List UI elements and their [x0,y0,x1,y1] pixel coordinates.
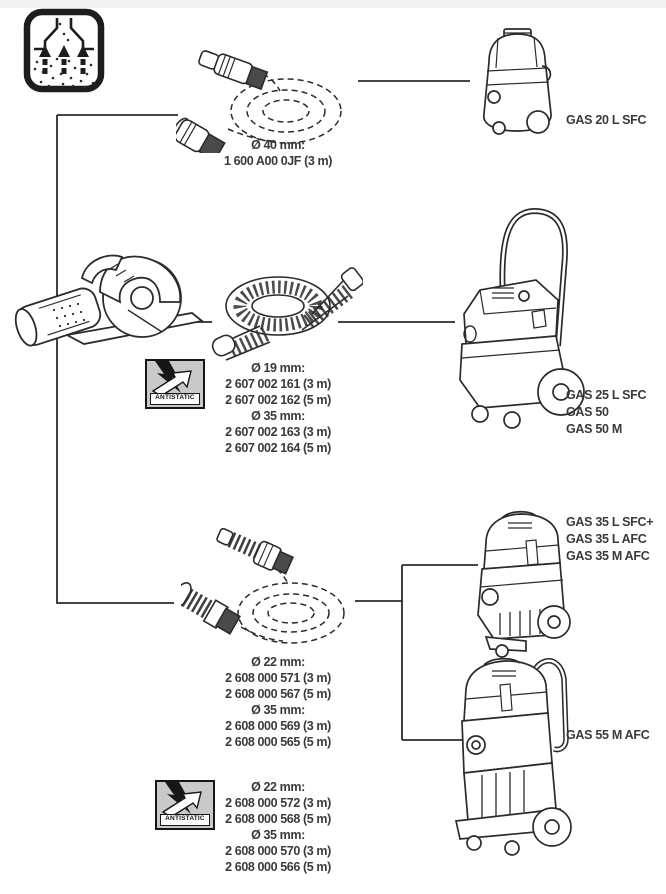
hose-22mm-illustration [181,527,345,644]
vacuum-gas35-illustration [477,510,571,658]
spec-line: 2 608 000 572 (3 m) [225,796,331,810]
vacuum-model-label: GAS 55 M AFC [566,728,650,742]
vacuum-model-label: GAS 35 L SFC+ [566,515,654,529]
spec-line: 2 608 000 567 (5 m) [225,687,331,701]
spec-hose-22mm: Ø 22 mm: 2 608 000 571 (3 m) 2 608 000 5… [190,654,366,750]
spec-line: Ø 35 mm: [251,409,305,423]
antistatic-badge-label: ANTISTATIC [150,393,200,405]
label-gas20: GAS 20 L SFC [566,112,647,129]
vacuum-model-label: GAS 50 M [566,422,622,436]
label-gas25-group: GAS 25 L SFC GAS 50 GAS 50 M [566,387,647,438]
spec-line: Ø 35 mm: [251,703,305,717]
vacuum-gas55-illustration [454,657,572,856]
label-gas35-group: GAS 35 L SFC+ GAS 35 L AFC GAS 35 M AFC [566,514,654,565]
page-edge-strip [0,0,666,8]
spec-line: 2 608 000 568 (5 m) [225,812,331,826]
spec-line: Ø 19 mm: [251,361,305,375]
spec-hose-19mm: Ø 19 mm: 2 607 002 161 (3 m) 2 607 002 1… [190,360,366,456]
spec-line: Ø 35 mm: [251,828,305,842]
vacuum-gas25-illustration [459,207,585,429]
vacuum-gas20-illustration [483,28,552,135]
spec-line: Ø 22 mm: [251,655,305,669]
spec-line: 2 607 002 164 (5 m) [225,441,331,455]
vacuum-model-label: GAS 35 L AFC [566,532,647,546]
spec-line: 2 608 000 565 (5 m) [225,735,331,749]
spec-line: 2 608 000 571 (3 m) [225,671,331,685]
spec-line: 1 600 A00 0JF (3 m) [224,154,332,168]
label-gas55: GAS 55 M AFC [566,727,650,744]
spec-line: Ø 40 mm: [251,138,305,152]
spec-line: 2 607 002 163 (3 m) [225,425,331,439]
hose-19mm-illustration [211,267,363,361]
spec-line: 2 608 000 570 (3 m) [225,844,331,858]
vacuum-model-label: GAS 25 L SFC [566,388,647,402]
antistatic-icon: ANTISTATIC [155,780,215,830]
antistatic-icon: ANTISTATIC [145,359,205,409]
spec-line: 2 607 002 161 (3 m) [225,377,331,391]
antistatic-badge-label: ANTISTATIC [160,814,210,826]
spec-line: 2 608 000 569 (3 m) [225,719,331,733]
vacuum-model-label: GAS 50 [566,405,609,419]
dust-extraction-icon [23,8,105,93]
circular-saw-illustration [14,254,205,347]
vacuum-model-label: GAS 20 L SFC [566,113,647,127]
spec-line: 2 608 000 566 (5 m) [225,860,331,874]
vacuum-model-label: GAS 35 M AFC [566,549,650,563]
spec-line: Ø 22 mm: [251,780,305,794]
hose-40mm-illustration [176,50,342,153]
spec-hose-22mm-antistatic: Ø 22 mm: 2 608 000 572 (3 m) 2 608 000 5… [190,779,366,875]
spec-hose-40mm: Ø 40 mm: 1 600 A00 0JF (3 m) [190,137,366,169]
spec-line: 2 607 002 162 (5 m) [225,393,331,407]
